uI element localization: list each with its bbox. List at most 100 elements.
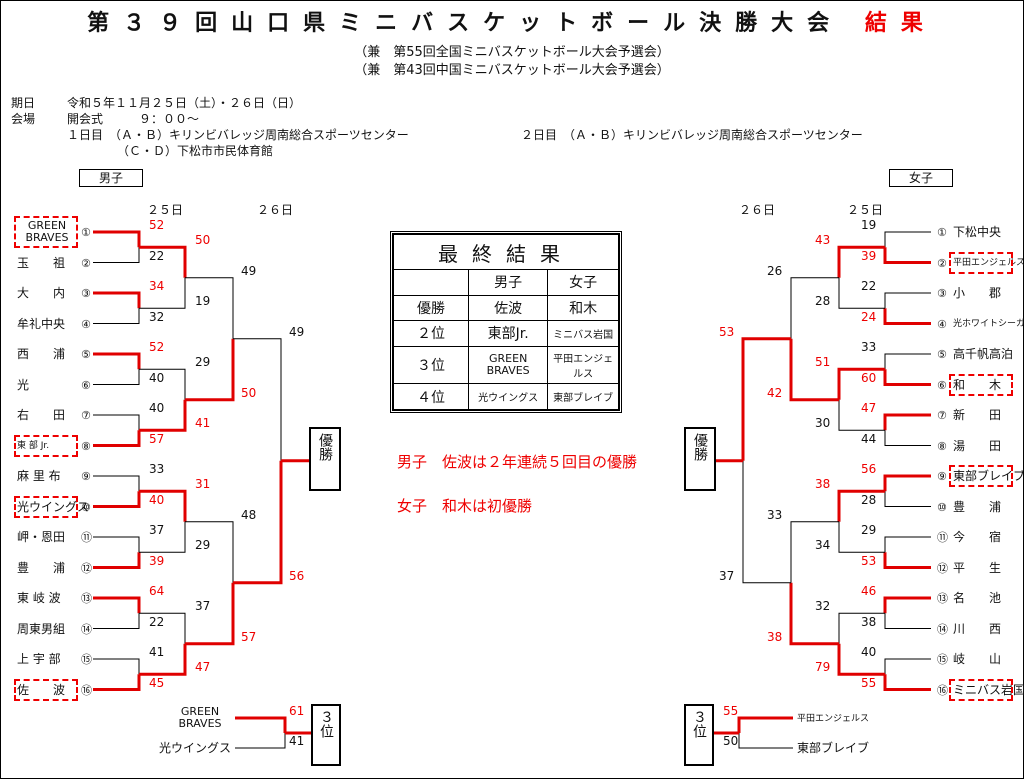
girls-r1-score: 55 — [861, 675, 877, 690]
boys-cell: 光ウイングス — [467, 383, 549, 410]
boys-r1-score: 22 — [149, 614, 165, 629]
boys-final-line — [233, 460, 283, 585]
boys-r1-line — [93, 658, 140, 675]
boys-team: 麻 里 布 — [17, 469, 61, 483]
girls-r1-score: 39 — [861, 248, 877, 263]
girls-r2-score: 32 — [815, 599, 831, 614]
boys-r1-line — [93, 414, 140, 431]
boys-team: 東 岐 波 — [17, 591, 61, 605]
boys-r1-line — [93, 475, 140, 492]
boys-r2-score: 47 — [195, 660, 211, 675]
girls-seed-num: ④ — [937, 317, 947, 331]
boys-seed-num: ⑫ — [81, 561, 92, 575]
boys-team: 玉 祖 — [17, 255, 66, 270]
girls-r2-score: 38 — [815, 477, 831, 492]
girls-message: 女子 和木は初優勝 — [397, 497, 533, 515]
girls-team: 和 木 — [953, 377, 1002, 392]
girls-r4-score: 53 — [719, 324, 735, 339]
girls-team: 岐 山 — [953, 652, 1002, 666]
girls-r1-line — [883, 552, 931, 569]
boys-seed-num: ④ — [81, 317, 91, 331]
boys-team: 豊 浦 — [17, 560, 66, 575]
girls-r1-line — [884, 430, 931, 446]
girls-r2-line — [837, 367, 885, 400]
girls-r3-score: 42 — [767, 385, 783, 400]
girls-label: 女子 — [889, 169, 953, 187]
girls-seed-num: ⑥ — [937, 378, 947, 392]
girls-r1-line — [884, 353, 931, 370]
girls-seed-num: ② — [937, 256, 947, 270]
boys-seed-num: ⑪ — [81, 531, 92, 544]
boys-third-team-b: 光ウイングス — [159, 741, 232, 755]
girls-highlight-box — [949, 678, 1013, 701]
boys-champion-box: 優勝 — [309, 427, 341, 491]
boys-highlight-box — [14, 495, 78, 518]
boys-r1-line — [93, 552, 141, 569]
boys-r1-line — [93, 674, 141, 691]
girls-seed-num: ⑩ — [937, 500, 947, 514]
boys-day25: ２５日 — [147, 203, 184, 217]
boys-final-line — [233, 338, 282, 461]
boys-seed-num: ① — [81, 226, 91, 239]
boys-r3-line — [185, 582, 235, 646]
boys-seed-num: ⑩ — [81, 500, 91, 514]
boys-r2-score: 19 — [195, 294, 211, 309]
boys-r4-score: 56 — [289, 568, 305, 583]
boys-r1-score: 34 — [149, 279, 165, 293]
boys-r1-line — [93, 613, 140, 629]
boys-team: 牟礼中央 — [17, 316, 66, 331]
boys-r1-score: 57 — [149, 431, 165, 446]
girls-seed-num: ⑤ — [937, 348, 947, 361]
boys-r2-line — [139, 245, 187, 278]
girls-final-line — [742, 460, 791, 584]
girls-seed-num: ⑯ — [937, 683, 948, 697]
girls-r1-line — [883, 596, 931, 614]
boys-r2-score: 41 — [195, 416, 211, 431]
boys-seed-num: ⑭ — [81, 622, 92, 636]
boys-r1-score: 45 — [149, 675, 165, 690]
girls-highlight-box — [949, 251, 1013, 274]
girls-team: 平田エンジェルス — [953, 257, 1024, 268]
girls-r1-score: 44 — [861, 431, 877, 446]
rank-cell: ４位 — [393, 383, 469, 410]
boys-r2-line — [139, 368, 186, 400]
girls-r1-score: 60 — [861, 370, 877, 385]
girls-r2-line — [838, 612, 885, 644]
boys-label: 男子 — [79, 169, 143, 187]
boys-team: 東 部 Jr. — [17, 440, 50, 451]
girls-r1-line — [884, 658, 931, 675]
girls-third-team-b: 東部ブレイブ — [797, 741, 870, 755]
girls-r3-line — [789, 338, 839, 402]
final-result-title: 最終結果 — [393, 234, 619, 270]
boys-r1-score: 39 — [149, 553, 165, 568]
boys-r1-score: 52 — [149, 340, 165, 354]
girls-r1-line — [884, 536, 931, 553]
girls-r1-line — [884, 613, 931, 629]
boys-r3-line — [185, 338, 235, 402]
girls-r3-line — [790, 277, 839, 339]
girls-seed-num: ⑦ — [937, 409, 947, 422]
boys-team: 光ウイングス — [17, 499, 90, 514]
girls-r2-score: 30 — [815, 416, 831, 431]
boys-team: 右 田 — [17, 408, 66, 422]
girls-r1-line — [884, 491, 931, 507]
girls-team: ミニバス岩国 — [953, 682, 1024, 697]
girls-r2-line — [838, 521, 885, 553]
boys-r2-score: 29 — [195, 538, 211, 553]
girls-team: 高千帆高泊 — [953, 347, 1014, 361]
girls-r1-line — [883, 308, 931, 325]
boys-r4-score: 49 — [289, 324, 305, 339]
girls-third-team-a: 平田エンジェルス — [797, 714, 870, 724]
boys-r2-line — [139, 489, 187, 522]
date-value: 令和５年１１月２５日（土）・２６日（日） — [67, 96, 302, 110]
girls-third-box: ３位 — [684, 704, 714, 766]
girls-r1-line — [883, 674, 931, 691]
girls-r3-score: 33 — [767, 507, 783, 522]
girls-r1-score: 28 — [861, 492, 877, 507]
girls-r1-score: 24 — [861, 309, 877, 324]
venue-day2: ２日目 （Ａ・Ｂ）キリンビバレッジ周南総合スポーツセンター — [521, 128, 863, 142]
girls-r1-score: 22 — [861, 279, 877, 293]
boys-r3-line — [185, 521, 234, 583]
girls-r2-score: 51 — [815, 355, 831, 370]
